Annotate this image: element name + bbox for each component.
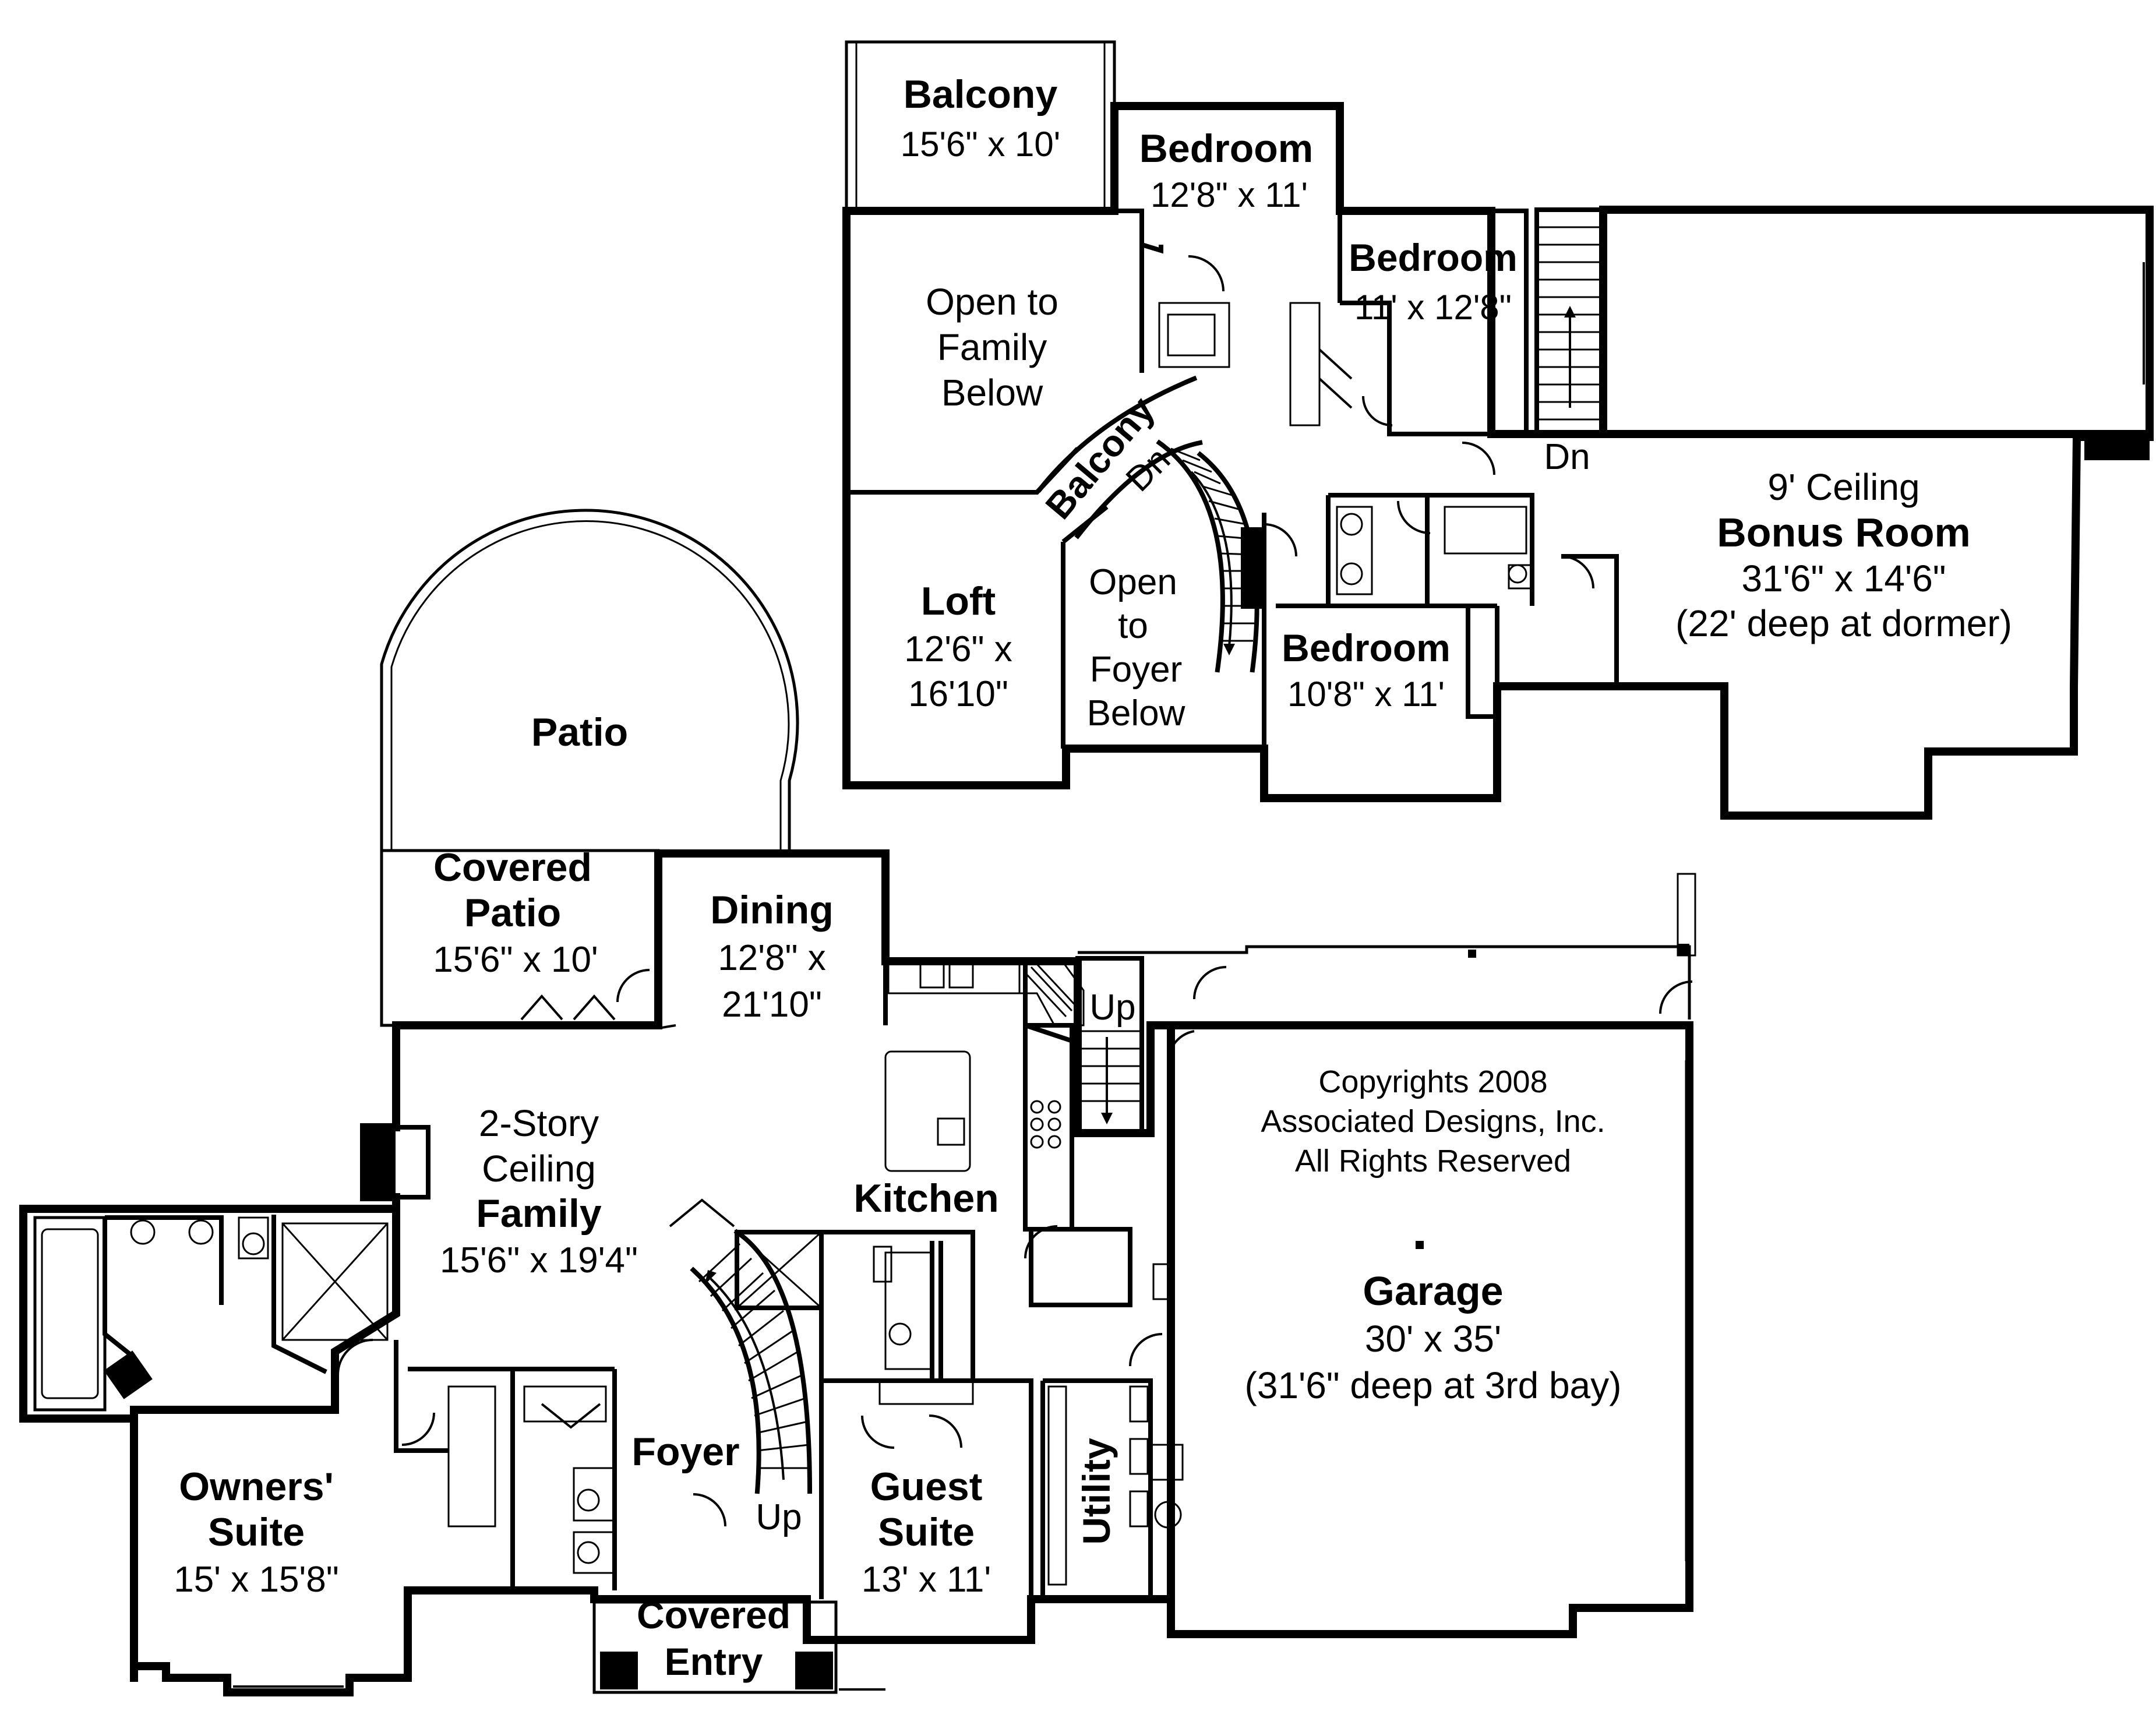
bonus-room-label: Bonus Room <box>1717 510 1971 555</box>
entry-column-left <box>600 1652 638 1689</box>
attic-stair <box>1534 207 1605 436</box>
copyright-line1: Copyrights 2008 <box>1318 1064 1547 1099</box>
guest-suite-size: 13' x 11' <box>862 1560 991 1600</box>
main-floor-labels: Patio Covered Patio 15'6" x 10' Dining 1… <box>174 710 1621 1683</box>
bonus-room-size: 31'6" x 14'6" <box>1742 558 1946 599</box>
covered-patio-size: 15'6" x 10' <box>433 940 598 980</box>
owners-suite-size: 15' x 15'8" <box>174 1560 339 1600</box>
patio-label: Patio <box>531 710 628 754</box>
garage-size: 30' x 35' <box>1365 1318 1501 1360</box>
upper-floor <box>842 40 2154 820</box>
copyright-line3: All Rights Reserved <box>1295 1144 1571 1179</box>
open-family-line1: Open to <box>926 281 1058 323</box>
balcony-top-label: Balcony <box>904 72 1058 117</box>
guest-suite-line1: Guest <box>870 1465 983 1509</box>
covered-patio-line2: Patio <box>464 891 561 935</box>
guest-suite-line2: Suite <box>878 1510 975 1554</box>
covered-entry-outline <box>592 1600 838 1694</box>
dining-size-1: 12'8" x <box>718 938 826 978</box>
garage-stair <box>1075 956 1144 1135</box>
open-foyer-line3: Foyer <box>1090 650 1182 690</box>
covered-patio-line1: Covered <box>433 845 592 890</box>
bedroom-3-label: Bedroom <box>1282 626 1451 669</box>
open-family-line3: Below <box>941 372 1043 414</box>
copyright-line2: Associated Designs, Inc. <box>1261 1104 1605 1139</box>
bedroom-2-size: 11' x 12'8" <box>1354 288 1512 327</box>
balcony-top-size: 15'6" x 10' <box>901 125 1060 164</box>
bonus-room-note: 9' Ceiling <box>1767 466 1919 508</box>
upper-floor-labels: Balcony 15'6" x 10' Bedroom 12'8" x 11' … <box>901 72 2012 733</box>
stair-dn-label-2: Dn <box>1544 437 1590 477</box>
open-foyer-line1: Open <box>1089 562 1177 602</box>
bedroom-2-label: Bedroom <box>1349 236 1518 279</box>
dining-size-2: 21'10" <box>722 985 822 1025</box>
garage-note: (31'6" deep at 3rd bay) <box>1245 1364 1622 1406</box>
bonus-room-dormer-block <box>1599 206 2154 438</box>
utility-label: Utility <box>1075 1438 1118 1545</box>
open-foyer-line4: Below <box>1087 693 1185 733</box>
family-size: 15'6" x 19'4" <box>440 1240 638 1280</box>
owners-suite-line2: Suite <box>208 1510 305 1554</box>
loft-label: Loft <box>921 579 996 623</box>
family-line2: Ceiling <box>482 1148 596 1190</box>
open-foyer-line2: to <box>1118 606 1148 646</box>
loft-size-2: 16'10" <box>908 674 1008 714</box>
garage-wall <box>1167 1021 1693 1638</box>
covered-entry-line2: Entry <box>665 1640 763 1683</box>
covered-entry-line1: Covered <box>637 1593 791 1636</box>
bedroom-1-label: Bedroom <box>1139 126 1313 171</box>
family-label: Family <box>476 1191 602 1236</box>
patio-arc <box>380 509 799 851</box>
garage-label: Garage <box>1363 1268 1503 1314</box>
bedroom-1-size: 12'8" x 11' <box>1151 175 1308 214</box>
foyer-label: Foyer <box>631 1430 739 1474</box>
loft-size-1: 12'6" x <box>904 629 1012 669</box>
foyer-stair-up-label: Up <box>756 1497 802 1537</box>
dining-label: Dining <box>710 888 834 932</box>
bonus-room-note2: (22' deep at dormer) <box>1675 602 2012 644</box>
bedroom-3-size: 10'8" x 11' <box>1287 675 1445 714</box>
garage-stair-up-label: Up <box>1089 987 1135 1028</box>
entry-column-right <box>795 1652 833 1689</box>
open-family-line2: Family <box>937 326 1047 368</box>
main-floor <box>19 262 2145 1696</box>
owners-bath-wall <box>19 1205 400 1682</box>
owners-suite-line1: Owners' <box>179 1465 334 1509</box>
kitchen-label: Kitchen <box>853 1176 998 1220</box>
family-line1: 2-Story <box>479 1102 599 1144</box>
